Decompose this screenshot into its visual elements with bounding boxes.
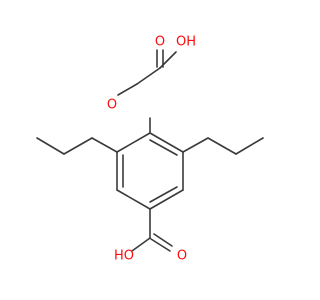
bond-ether-o-to-ch2 — [117, 83, 138, 96]
atom-label-bottom-hydroxyl: HO — [114, 249, 134, 264]
bonds — [36, 49, 264, 252]
ring-inner-bond-1 — [149, 139, 178, 156]
bond-acid-c-to-o-double-a — [150, 238, 171, 252]
ring-bond-6 — [116, 132, 151, 153]
ring-bond-1 — [149, 132, 184, 153]
bond-left-propyl-1 — [91, 137, 118, 153]
atom-labels: O OH O O HO — [107, 35, 196, 264]
bond-ch2-to-carboxyl-c — [136, 67, 161, 85]
atom-label-top-hydroxyl: OH — [176, 35, 196, 50]
atom-label-bottom-carbonyl-o: O — [177, 249, 187, 264]
bond-right-propyl-3 — [235, 137, 264, 155]
bond-right-propyl-2 — [207, 137, 237, 155]
ring-inner-bond-2 — [149, 186, 178, 203]
atom-label-top-carbonyl-o: O — [155, 35, 165, 50]
bond-left-propyl-2 — [63, 137, 93, 155]
bond-acid-c-to-oh — [131, 237, 151, 252]
bond-left-propyl-3 — [36, 137, 65, 155]
atom-label-ether-o: O — [107, 98, 117, 113]
bond-acid-c-to-o-double-b — [153, 233, 173, 247]
ring-bond-3 — [149, 189, 184, 210]
ring-bond-4 — [116, 189, 151, 210]
bond-right-propyl-1 — [182, 137, 209, 153]
molecule-structure-diagram: O OH O O HO — [36, 35, 264, 264]
